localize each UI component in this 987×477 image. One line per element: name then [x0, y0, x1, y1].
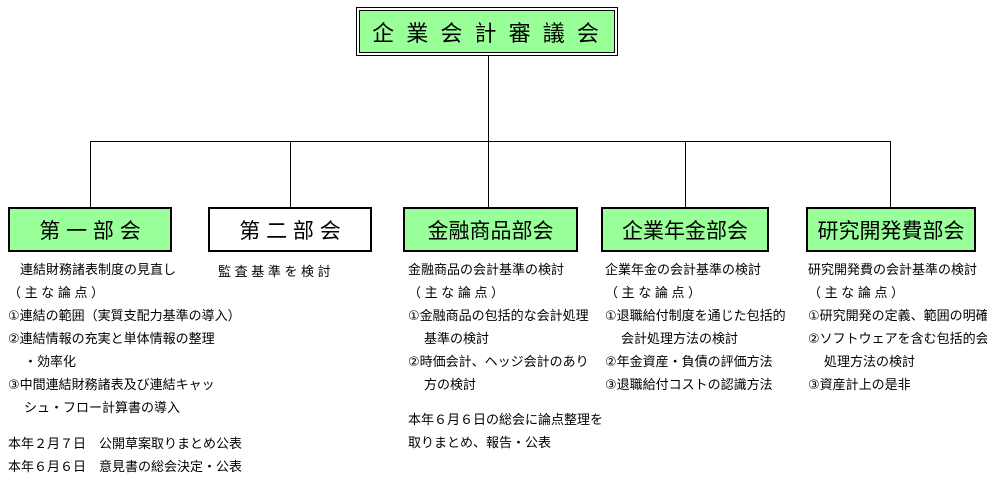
box-subcommittee-2: 第 二 部 会 — [208, 207, 372, 252]
column-2-notes: 監 査 基 準 を 検 討 — [218, 260, 331, 283]
note-line: 処理方法の検討 — [824, 354, 916, 369]
note-line: ①退職給付制度を通じた包括的 — [605, 308, 786, 323]
root-box-label: 企 業 会 計 審 議 会 — [359, 10, 615, 53]
note-line: 連結財務諸表制度の見直し — [20, 262, 177, 277]
connector-drop-2 — [290, 141, 291, 208]
note-line: ②時価会計、ヘッジ会計のあり — [408, 354, 589, 369]
connector-horizontal — [90, 141, 891, 142]
column-3-notes: 金融商品の会計基準の検討 （ 主 な 論 点 ） ①金融商品の包括的な会計処理 … — [408, 258, 589, 396]
note-line: シュ・フロー計算書の導入 — [24, 400, 181, 415]
column-1-notes: 連結財務諸表制度の見直し （ 主 な 論 点 ） ①連結の範囲（実質支配力基準の… — [8, 258, 241, 419]
connector-root-vertical — [488, 54, 489, 142]
connector-drop-5 — [890, 141, 891, 208]
connector-drop-4 — [685, 141, 686, 208]
note-line: ③資産計上の是非 — [808, 377, 911, 392]
note-line: ①研究開発の定義、範囲の明確化 — [808, 308, 987, 323]
note-line: ①金融商品の包括的な会計処理 — [408, 308, 589, 323]
note-line: ②ソフトウェアを含む包括的会計 — [808, 331, 987, 346]
date-line: 本年２月７日 公開草案取りまとめ公表 — [8, 436, 243, 451]
column-5-notes: 研究開発費の会計基準の検討 （ 主 な 論 点 ） ①研究開発の定義、範囲の明確… — [808, 258, 987, 396]
box-subcommittee-1: 第 一 部 会 — [8, 207, 172, 252]
note-line: 基準の検討 — [424, 331, 490, 346]
note-line: 研究開発費の会計基準の検討 — [808, 262, 978, 277]
note-line: 監 査 基 準 を 検 討 — [218, 264, 331, 279]
note-line: 企業年金の会計基準の検討 — [605, 262, 762, 277]
note-line: 会計処理方法の検討 — [621, 331, 739, 346]
note-line: ③中間連結財務諸表及び連結キャッ — [8, 377, 215, 392]
note-line: 金融商品の会計基準の検討 — [408, 262, 565, 277]
box-corporate-pension: 企業年金部会 — [601, 207, 769, 252]
date-line: 取りまとめ、報告・公表 — [408, 435, 552, 450]
date-line: 本年６月６日 意見書の総会決定・公表 — [8, 459, 243, 474]
column-4-notes: 企業年金の会計基準の検討 （ 主 な 論 点 ） ①退職給付制度を通じた包括的 … — [605, 258, 786, 396]
note-line: ②連結情報の充実と単体情報の整理 — [8, 331, 215, 346]
note-line: ・効率化 — [24, 354, 77, 369]
date-line: 本年６月６日の総会に論点整理を — [408, 412, 604, 427]
note-line: ①連結の範囲（実質支配力基準の導入） — [8, 308, 241, 323]
root-box: 企 業 会 計 審 議 会 — [356, 7, 618, 56]
box-financial-instruments: 金融商品部会 — [403, 207, 578, 252]
column-3-dates: 本年６月６日の総会に論点整理を 取りまとめ、報告・公表 — [408, 408, 603, 454]
connector-drop-3 — [488, 141, 489, 208]
note-line: （ 主 な 論 点 ） — [408, 285, 505, 300]
note-line: （ 主 な 論 点 ） — [8, 285, 105, 300]
note-line: （ 主 な 論 点 ） — [605, 285, 702, 300]
note-line: ③退職給付コストの認識方法 — [605, 377, 773, 392]
connector-drop-1 — [90, 141, 91, 208]
box-rnd-costs: 研究開発費部会 — [806, 207, 976, 252]
note-line: 方の検討 — [424, 377, 477, 392]
note-line: （ 主 な 論 点 ） — [808, 285, 905, 300]
column-1-dates: 本年２月７日 公開草案取りまとめ公表 本年６月６日 意見書の総会決定・公表 — [8, 432, 242, 477]
note-line: ②年金資産・負債の評価方法 — [605, 354, 773, 369]
